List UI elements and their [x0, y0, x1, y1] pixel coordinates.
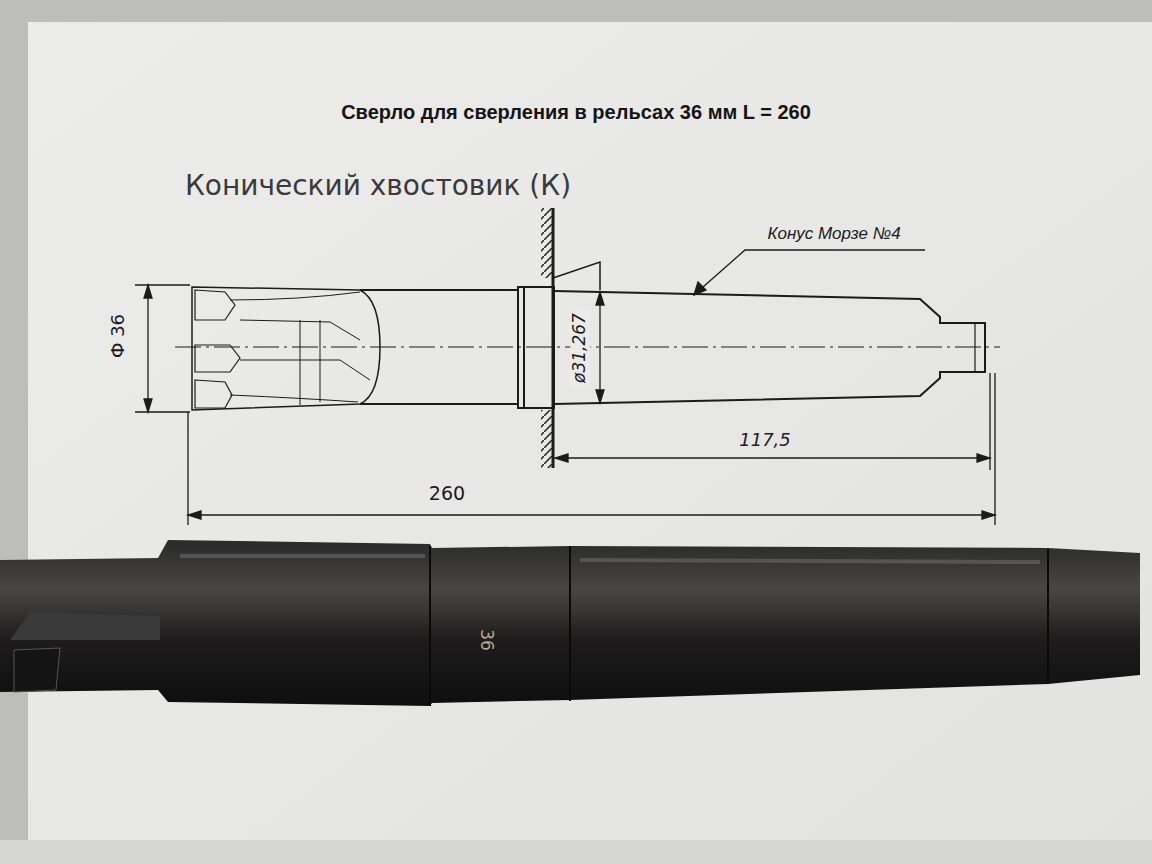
paper-edge	[0, 840, 1152, 864]
engraved-number: 36	[476, 629, 496, 651]
dimension-lines	[135, 250, 995, 525]
dimension-text: Ф 36	[108, 314, 129, 358]
taper-callout: Конус Морзе №4	[767, 224, 900, 244]
dimension-text: 260	[429, 483, 465, 505]
stop-surface	[541, 208, 600, 468]
view-heading: Конический хвостовик (К)	[185, 170, 571, 202]
drill-drawing	[192, 287, 985, 410]
drill-photo	[0, 540, 1140, 706]
drawing-title: Сверло для сверления в рельсах 36 мм L =…	[341, 101, 811, 124]
dimension-text: ø31,267	[570, 310, 590, 386]
dimension-text: 117,5	[739, 430, 791, 451]
paper-sheet	[28, 22, 1152, 864]
